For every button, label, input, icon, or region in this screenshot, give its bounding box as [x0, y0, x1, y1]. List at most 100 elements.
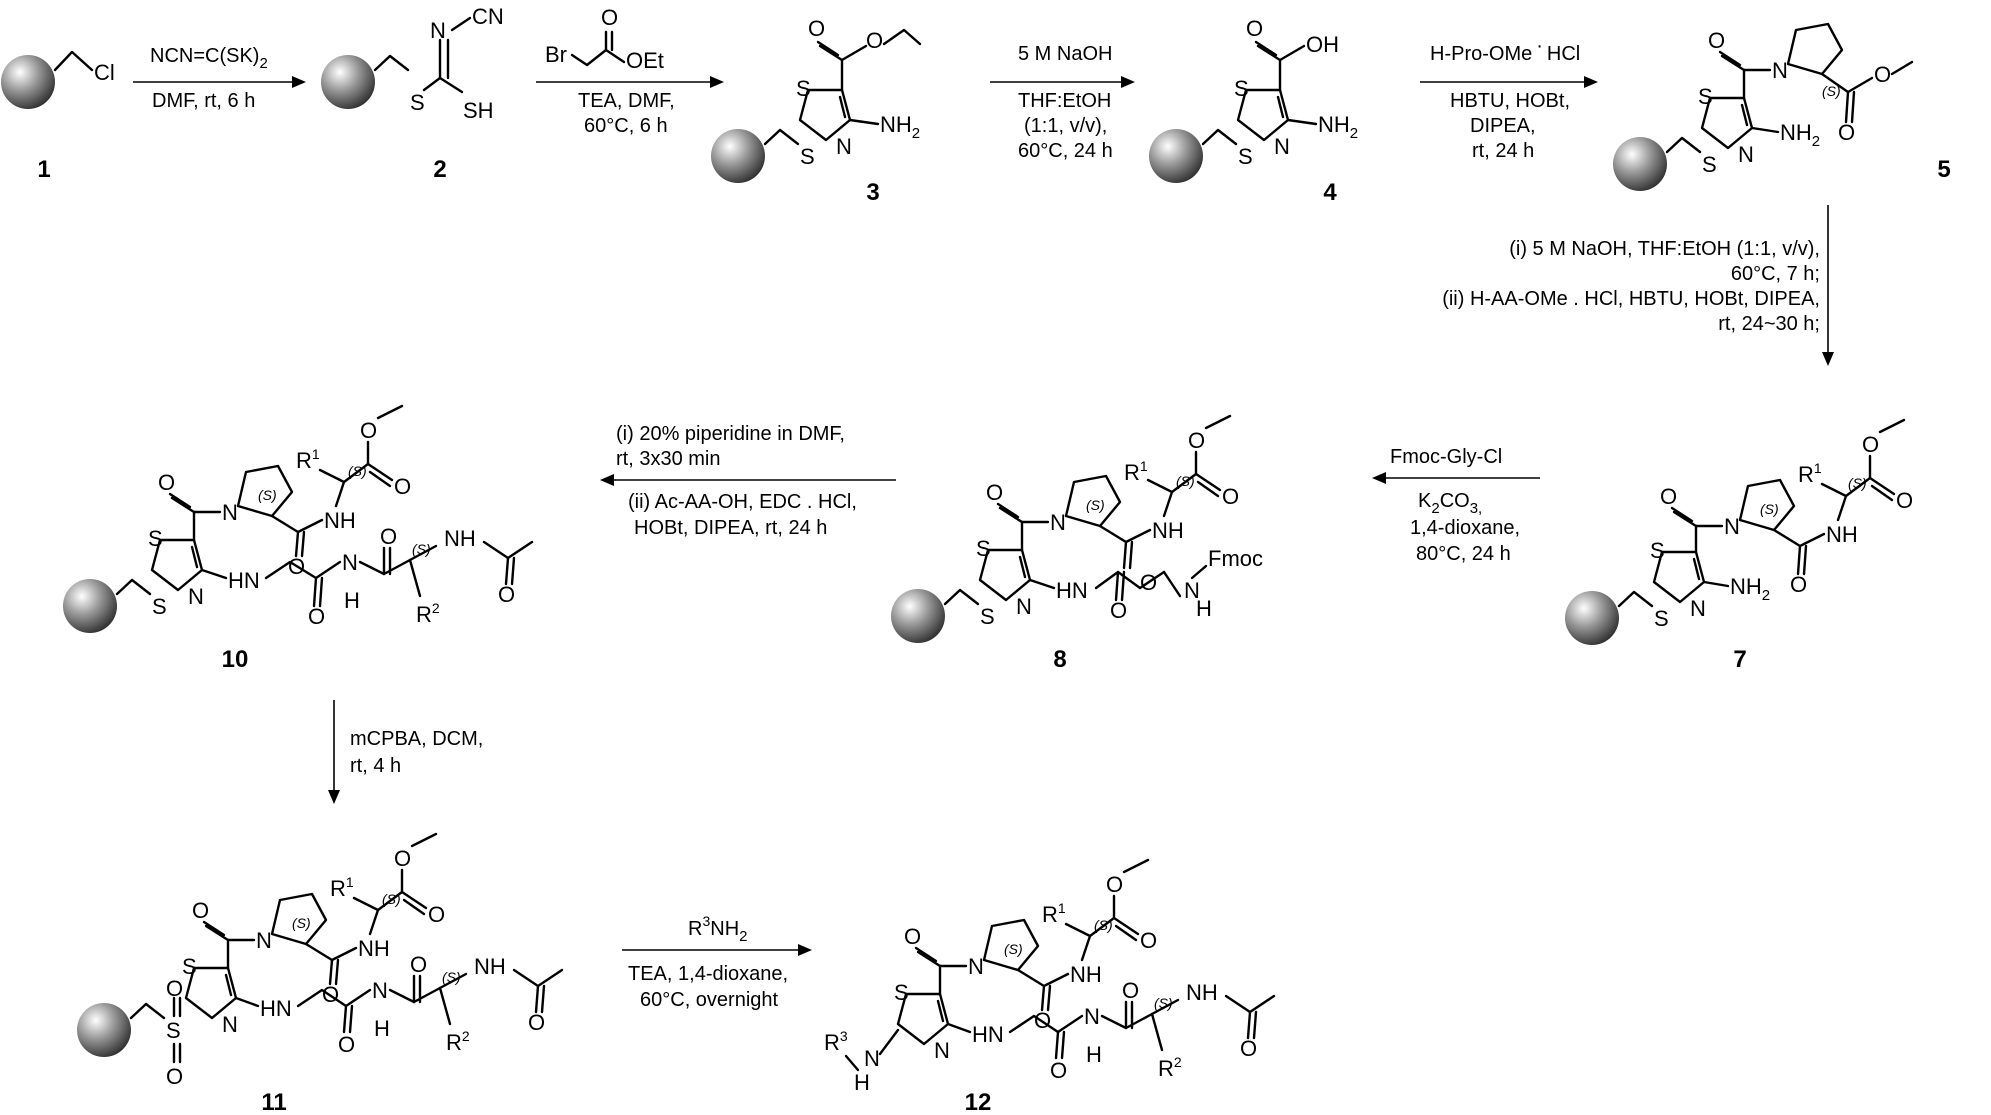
atom-o: O: [1140, 570, 1157, 595]
atom-nh: NH: [1152, 518, 1184, 543]
atom-r1: R1: [1042, 900, 1066, 927]
atom-o: O: [1140, 928, 1157, 953]
atom-o: O: [1240, 1036, 1257, 1061]
atom-r1: R1: [296, 446, 320, 473]
step7-line4: HOBt, DIPEA, rt, 24 h: [634, 517, 827, 539]
compound-number-2: 2: [433, 156, 446, 183]
atom-o: O: [808, 16, 825, 41]
atom-o: O: [308, 604, 325, 629]
atom-s: S: [1654, 606, 1669, 631]
compound-number-10: 10: [222, 646, 249, 673]
compound-number-5: 5: [1937, 156, 1950, 183]
compound-number-11: 11: [261, 1089, 286, 1115]
atom-r2: R2: [1158, 1054, 1182, 1081]
reaction-step-8: mCPBA, DCM, rt, 4 h: [328, 700, 483, 804]
atom-o: O: [360, 418, 377, 443]
reaction-step-6: Fmoc-Gly-Cl K2CO3, 1,4-dioxane, 80°C, 24…: [1372, 446, 1540, 565]
ring-n: N: [934, 1038, 950, 1063]
resin-bead-icon: [77, 1003, 131, 1057]
atom-s: S: [1238, 144, 1253, 169]
resin-bead-icon: [1149, 129, 1203, 183]
stereo-label: (S): [1086, 497, 1105, 513]
atom-o: O: [1050, 1058, 1067, 1083]
atom-s: S: [1702, 152, 1717, 177]
ring-n: N: [188, 584, 204, 609]
compound-7: S S N NH2 O N (S) O NH (S) R1 O O 7: [1565, 418, 1913, 673]
atom-o: O: [498, 582, 515, 607]
atom-o: O: [338, 1032, 355, 1057]
ring-n: N: [1690, 596, 1706, 621]
reaction-step-3: 5 M NaOH THF:EtOH (1:1, v/v), 60°C, 24 h: [990, 43, 1135, 162]
ring-s: S: [1234, 76, 1249, 101]
pro-n: N: [256, 928, 272, 953]
step4-line3: DIPEA,: [1470, 115, 1536, 137]
atom-nh: NH: [358, 936, 390, 961]
atom-o: O: [1188, 428, 1205, 453]
step8-line2: rt, 4 h: [350, 755, 401, 777]
compound-number-8: 8: [1053, 646, 1066, 673]
resin-bead-icon: [1565, 591, 1619, 645]
arrowhead-icon: [1822, 352, 1834, 366]
compound-number-12: 12: [965, 1089, 992, 1115]
atom-n: N: [1184, 578, 1200, 603]
atom-nh: NH: [1826, 522, 1858, 547]
atom-hn: HN: [260, 996, 292, 1021]
atom-r2: R2: [446, 1028, 470, 1055]
ring-n: N: [222, 1012, 238, 1037]
step1-conditions: DMF, rt, 6 h: [152, 90, 255, 112]
ring-s: S: [976, 536, 991, 561]
stereo-label: (S): [1822, 83, 1841, 99]
ring-s: S: [796, 76, 811, 101]
arrowhead-icon: [1372, 472, 1386, 484]
atom-o: O: [394, 846, 411, 871]
atom-hn: HN: [972, 1022, 1004, 1047]
step7-line2: rt, 3x30 min: [616, 448, 720, 470]
atom-n: N: [864, 1046, 880, 1071]
ring-s: S: [182, 954, 197, 979]
atom-o: O: [166, 976, 183, 1001]
atom-n: N: [1084, 1004, 1100, 1029]
resin-bead-icon: [321, 55, 375, 109]
atom-nh2: NH2: [1318, 112, 1358, 142]
resin-bead-icon: [711, 129, 765, 183]
step5-line4: rt, 24~30 h;: [1718, 313, 1820, 335]
atom-cn: CN: [472, 4, 504, 29]
compound-number-3: 3: [866, 179, 879, 206]
stereo-label: (S): [1760, 501, 1779, 517]
pro-n: N: [222, 500, 238, 525]
atom-br: Br: [545, 42, 567, 67]
atom-nh: N: [342, 550, 358, 575]
atom-o: O: [986, 480, 1003, 505]
arrowhead-icon: [1121, 76, 1135, 88]
pro-n: N: [1772, 58, 1788, 83]
atom-nh2: NH2: [1730, 574, 1770, 604]
atom-o: O: [1110, 598, 1127, 623]
ring-n: N: [1016, 594, 1032, 619]
atom-o: O: [1862, 432, 1879, 457]
arrowhead-icon: [710, 76, 724, 88]
atom-s: S: [410, 90, 425, 115]
atom-s: S: [166, 1018, 181, 1043]
atom-r1: R1: [1124, 458, 1148, 485]
atom-h: H: [1196, 596, 1212, 621]
atom-o: O: [601, 5, 618, 30]
atom-s: S: [152, 594, 167, 619]
step2-conditions-line2: 60°C, 6 h: [584, 115, 668, 137]
atom-o: O: [1896, 488, 1913, 513]
atom-sh: SH: [463, 98, 494, 123]
arrowhead-icon: [1584, 76, 1598, 88]
atom-s: S: [980, 604, 995, 629]
compound-2: S SH N CN 2: [321, 4, 504, 183]
atom-o: O: [158, 470, 175, 495]
step3-line1: 5 M NaOH: [1018, 43, 1112, 65]
atom-cl: Cl: [94, 60, 115, 85]
step9-line2: TEA, 1,4-dioxane,: [628, 963, 788, 985]
atom-nh2: NH2: [880, 112, 920, 142]
step7-line1: (i) 20% piperidine in DMF,: [616, 423, 845, 445]
compound-1: Cl 1: [1, 50, 115, 183]
atom-o: O: [428, 902, 445, 927]
atom-o: O: [1246, 16, 1263, 41]
atom-h: H: [374, 1016, 390, 1041]
stereo-label: (S): [1154, 995, 1173, 1011]
